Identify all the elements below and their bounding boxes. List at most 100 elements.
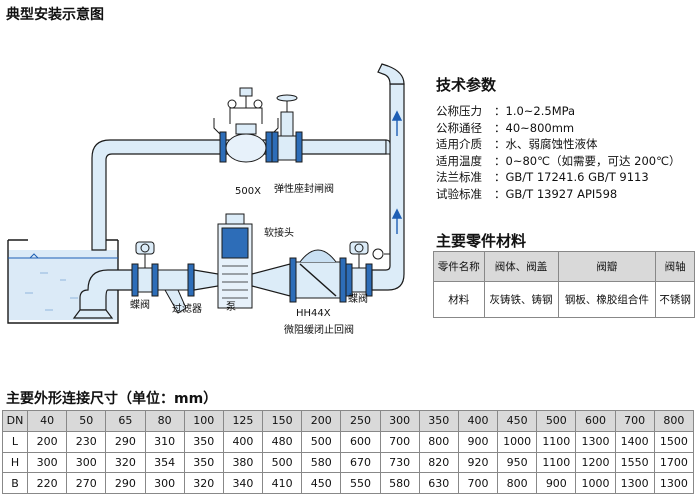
- pipe-top-bend: [377, 63, 405, 85]
- dimension-cell: 300: [66, 451, 107, 474]
- dimension-cell: 310: [144, 430, 185, 453]
- dn-cell: 125: [222, 410, 264, 432]
- dimension-cell: 1300: [614, 472, 655, 494]
- suction-pipe: [72, 269, 133, 319]
- dn-cell: 100: [183, 410, 224, 432]
- dn-cell: 250: [340, 410, 381, 432]
- row-label: L: [2, 430, 28, 453]
- spec-key: 法兰标准: [436, 170, 482, 185]
- spec-key: 适用温度: [436, 153, 482, 168]
- dimension-cell: 900: [536, 472, 577, 494]
- specs-title: 技术参数: [436, 76, 497, 94]
- parts-header-cell: 阀瓣: [557, 251, 657, 282]
- dimension-cell: 1500: [653, 430, 695, 453]
- dimension-cell: 200: [26, 430, 68, 453]
- dimension-cell: 1100: [536, 430, 577, 453]
- row-label: B: [2, 472, 28, 494]
- dn-cell: 150: [262, 410, 303, 432]
- dimension-cell: 800: [497, 472, 538, 494]
- butterfly-valve-left: [131, 241, 159, 297]
- spec-row: 试验标准：GB/T 13927 API598: [436, 186, 618, 201]
- dimension-cell: 230: [66, 430, 107, 453]
- spec-row: 适用温度：0~80℃（如需要，可达 200℃）: [436, 153, 681, 168]
- row-label: H: [2, 451, 28, 474]
- dimension-cell: 500: [301, 430, 342, 453]
- dimension-cell: 500: [262, 451, 303, 474]
- spec-value: 40~800mm: [505, 120, 575, 135]
- parts-row: 材料 灰铸铁、铸钢 钢板、橡胶组合件 不锈钢: [433, 281, 695, 318]
- dn-cell: 500: [536, 410, 577, 432]
- parts-table: 零件名称 阀体、阀盖 阀瓣 阀轴 材料 灰铸铁、铸钢 钢板、橡胶组合件 不锈钢: [433, 251, 695, 318]
- dn-cell: 200: [301, 410, 342, 432]
- label-check-model: HH44X: [296, 308, 331, 319]
- dn-cell: 80: [144, 410, 185, 432]
- installation-diagram: 500X 弹性座封闸阀 软接头 蝶阀 过滤器 泵 蝶阀 HH44X 微阻缓闭止回…: [7, 63, 405, 335]
- spec-row: 公称通径：40~800mm: [436, 120, 575, 135]
- parts-cell: 材料: [433, 281, 485, 318]
- spec-value: GB/T 17241.6 GB/T 9113: [505, 170, 649, 185]
- dn-cell: 350: [418, 410, 459, 432]
- dimension-cell: 730: [379, 451, 420, 474]
- label-butterfly-right: 蝶阀: [348, 294, 368, 304]
- bypass-tee: [385, 139, 391, 155]
- dimension-cell: 1300: [575, 430, 616, 453]
- dimension-cell: 900: [457, 430, 499, 453]
- pump: [217, 213, 253, 309]
- dimension-cell: 1300: [653, 472, 695, 494]
- dimension-cell: 400: [222, 430, 264, 453]
- parts-header-cell: 零件名称: [433, 251, 485, 282]
- dimension-cell: 920: [457, 451, 499, 474]
- dn-cell: 65: [105, 410, 146, 432]
- control-valve-500x: [213, 87, 279, 163]
- flow-arrows: [391, 110, 403, 234]
- dimension-cell: 300: [26, 451, 68, 474]
- dimension-cell: 950: [497, 451, 538, 474]
- spec-row: 公称压力：1.0~2.5MPa: [436, 104, 576, 118]
- label-strainer: 过滤器: [172, 304, 202, 314]
- dimensions-title: 主要外形连接尺寸（单位：mm）: [6, 391, 218, 407]
- dimension-cell: 1200: [575, 451, 616, 474]
- dimension-cell: 450: [301, 472, 342, 494]
- spec-row: 法兰标准：GB/T 17241.6 GB/T 9113: [436, 170, 649, 185]
- spec-row: 适用介质：水、弱腐蚀性液体: [436, 137, 598, 152]
- dimension-cell: 270: [66, 472, 107, 494]
- label-500x: 500X: [235, 186, 261, 197]
- parts-cell: 不锈钢: [655, 281, 695, 318]
- label-butterfly-left: 蝶阀: [130, 300, 150, 310]
- dimension-cell: 410: [262, 472, 303, 494]
- spec-key: 适用介质: [436, 137, 482, 152]
- dimension-cell: 320: [183, 472, 224, 494]
- label-gate-valve: 弹性座封闸阀: [274, 184, 334, 194]
- dn-cell: 50: [66, 410, 107, 432]
- label-flex-joint: 软接头: [264, 228, 294, 238]
- dimension-cell: 1000: [575, 472, 616, 494]
- dimension-cell: 480: [262, 430, 303, 453]
- dimension-cell: 820: [418, 451, 459, 474]
- dimension-cell: 350: [183, 451, 224, 474]
- dimension-cell: 350: [183, 430, 224, 453]
- dimension-cell: 290: [105, 430, 146, 453]
- dimension-cell: 1000: [497, 430, 538, 453]
- dimension-cell: 800: [418, 430, 459, 453]
- spec-key: 公称压力: [436, 104, 482, 118]
- pressure-gauge: [372, 248, 390, 260]
- page-title: 典型安装示意图: [6, 7, 104, 23]
- dn-cell: 300: [379, 410, 420, 432]
- dimension-cell: 580: [379, 472, 420, 494]
- check-valve: [289, 249, 347, 303]
- dimension-cell: 300: [144, 472, 185, 494]
- dimension-cell: 580: [301, 451, 342, 474]
- parts-header-cell: 阀轴: [655, 251, 695, 282]
- dimension-cell: 700: [379, 430, 420, 453]
- dimension-cell: 1100: [536, 451, 577, 474]
- parts-cell: 灰铸铁、铸钢: [483, 281, 559, 318]
- gate-valve: [271, 94, 303, 163]
- dn-cell: 700: [614, 410, 655, 432]
- dimension-cell: 340: [222, 472, 264, 494]
- spec-value: 1.0~2.5MPa: [505, 104, 576, 118]
- spec-key: 公称通径: [436, 120, 482, 135]
- spec-list: 公称压力：1.0~2.5MPa 公称通径：40~800mm 适用介质：水、弱腐蚀…: [436, 103, 681, 203]
